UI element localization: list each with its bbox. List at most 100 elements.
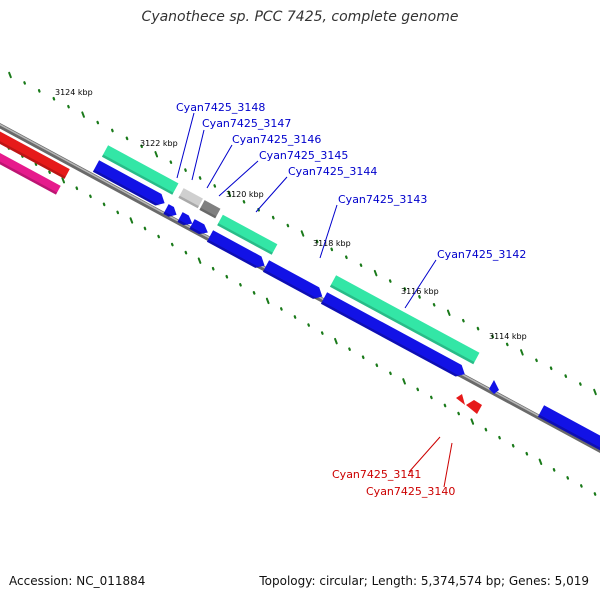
feature-cds-2-shade [206, 239, 261, 268]
tick-mark [211, 266, 215, 271]
feature-cyan7425-3141[interactable] [456, 394, 465, 405]
tick-mark [61, 177, 66, 184]
tick-mark [320, 331, 324, 335]
tick-mark [213, 184, 217, 188]
feature-green-1[interactable] [101, 145, 179, 195]
tick-mark [429, 395, 433, 400]
tick-mark [388, 279, 392, 283]
tick-mark [520, 349, 524, 356]
feature-cyan7425-3145[interactable] [177, 212, 195, 228]
tick-mark [197, 257, 202, 264]
tick-mark [593, 388, 597, 396]
tick-mark [279, 307, 283, 311]
tick-mark [170, 242, 174, 247]
tick-mark [361, 355, 365, 360]
kbp-label: 3116 kbp [401, 287, 439, 296]
tick-mark [525, 451, 529, 456]
tick-mark [89, 194, 92, 199]
kbp-label: 3122 kbp [140, 139, 178, 148]
feature-pink-left[interactable] [0, 151, 61, 195]
genome-summary-text: Topology: circular; Length: 5,374,574 bp… [259, 574, 589, 588]
feature-tracks [0, 130, 600, 454]
tick-mark [484, 427, 488, 432]
feature-cyan7425-3146[interactable] [199, 200, 221, 219]
gene-label-cyan7425-3144[interactable]: Cyan7425_3144 [288, 165, 377, 178]
feature-cyan7425-3140[interactable] [466, 400, 482, 414]
tick-mark [389, 371, 392, 376]
tick-mark [271, 215, 275, 220]
tick-mark [102, 202, 106, 207]
tick-mark [375, 363, 379, 368]
tick-mark [511, 443, 515, 448]
gene-label-cyan7425-3141[interactable]: Cyan7425_3141 [332, 468, 421, 481]
tick-mark [75, 186, 79, 191]
tick-mark [462, 318, 465, 323]
tick-mark [457, 411, 461, 416]
tick-mark [286, 223, 290, 228]
kbp-labels: 3124 kbp 3122 kbp 3120 kbp 3118 kbp 3116… [55, 88, 527, 341]
tick-mark [67, 104, 70, 109]
gene-label-cyan7425-3146[interactable]: Cyan7425_3146 [232, 133, 321, 146]
tick-mark [111, 128, 114, 133]
kbp-label: 3114 kbp [489, 332, 527, 341]
feature-green-2-shade [217, 223, 273, 255]
feature-red-left-shade [0, 137, 66, 179]
feature-cds-right-shade [537, 414, 600, 452]
feature-green-1-shade [101, 154, 174, 195]
feature-cds-1[interactable] [92, 160, 168, 209]
tick-mark [307, 323, 311, 327]
tick-mark [564, 374, 568, 378]
tick-mark [242, 199, 246, 204]
tick-mark [169, 160, 173, 164]
feature-cyan7425-3148[interactable] [163, 204, 179, 219]
tick-mark [225, 274, 229, 279]
feature-cyan7425-3144-shade [189, 226, 205, 235]
tick-mark [315, 239, 319, 244]
tick-mark [81, 111, 85, 118]
feature-cyan7425-3144[interactable] [189, 219, 210, 237]
feature-green-3-shade [329, 284, 475, 365]
tick-mark [143, 226, 147, 231]
tick-mark [552, 468, 556, 472]
gene-label-cyan7425-3145[interactable]: Cyan7425_3145 [259, 149, 348, 162]
gene-label-cyan7425-3147[interactable]: Cyan7425_3147 [202, 117, 291, 130]
tick-mark [198, 176, 202, 180]
tick-mark [535, 358, 538, 363]
tick-mark [140, 144, 143, 149]
tick-mark [34, 162, 38, 166]
feature-pink-left-shade [0, 158, 58, 195]
tick-mark [416, 387, 420, 392]
gene-label-cyan7425-3148[interactable]: Cyan7425_3148 [176, 101, 265, 114]
tick-mark [538, 458, 543, 466]
feature-cyan7425-3145-shade [177, 219, 189, 226]
gene-label-cyan7425-3142[interactable]: Cyan7425_3142 [437, 248, 526, 261]
kbp-label: 3124 kbp [55, 88, 93, 97]
tick-mark [505, 342, 509, 347]
accession-text: Accession: NC_011884 [9, 574, 146, 588]
feature-red-left[interactable] [0, 130, 70, 179]
feature-cds-2[interactable] [206, 230, 268, 271]
tick-mark [443, 403, 447, 408]
red-feature-group [456, 380, 499, 414]
feature-green-2[interactable] [217, 214, 278, 255]
tick-mark [227, 190, 232, 198]
feature-cyan7425-3147[interactable] [178, 188, 203, 209]
feature-cyan7425-3143-shade [262, 269, 319, 299]
gene-label-cyan7425-3140[interactable]: Cyan7425_3140 [366, 485, 455, 498]
tick-mark [491, 334, 494, 339]
feature-cds-right[interactable] [537, 405, 600, 454]
tick-mark [403, 287, 407, 291]
feature-cyan7425-3142[interactable] [320, 292, 468, 380]
tick-mark [334, 337, 338, 345]
feature-cyan7425-3148-shade [163, 211, 174, 217]
feature-cyan7425-3143[interactable] [262, 260, 325, 302]
feature-small-blue[interactable] [489, 380, 499, 394]
tick-mark [373, 269, 378, 277]
tick-mark [239, 283, 242, 287]
tick-mark [48, 170, 51, 174]
gene-label-cyan7425-3143[interactable]: Cyan7425_3143 [338, 193, 427, 206]
feature-green-3[interactable] [329, 275, 480, 365]
tick-mark [184, 168, 187, 172]
tick-mark [402, 378, 406, 385]
